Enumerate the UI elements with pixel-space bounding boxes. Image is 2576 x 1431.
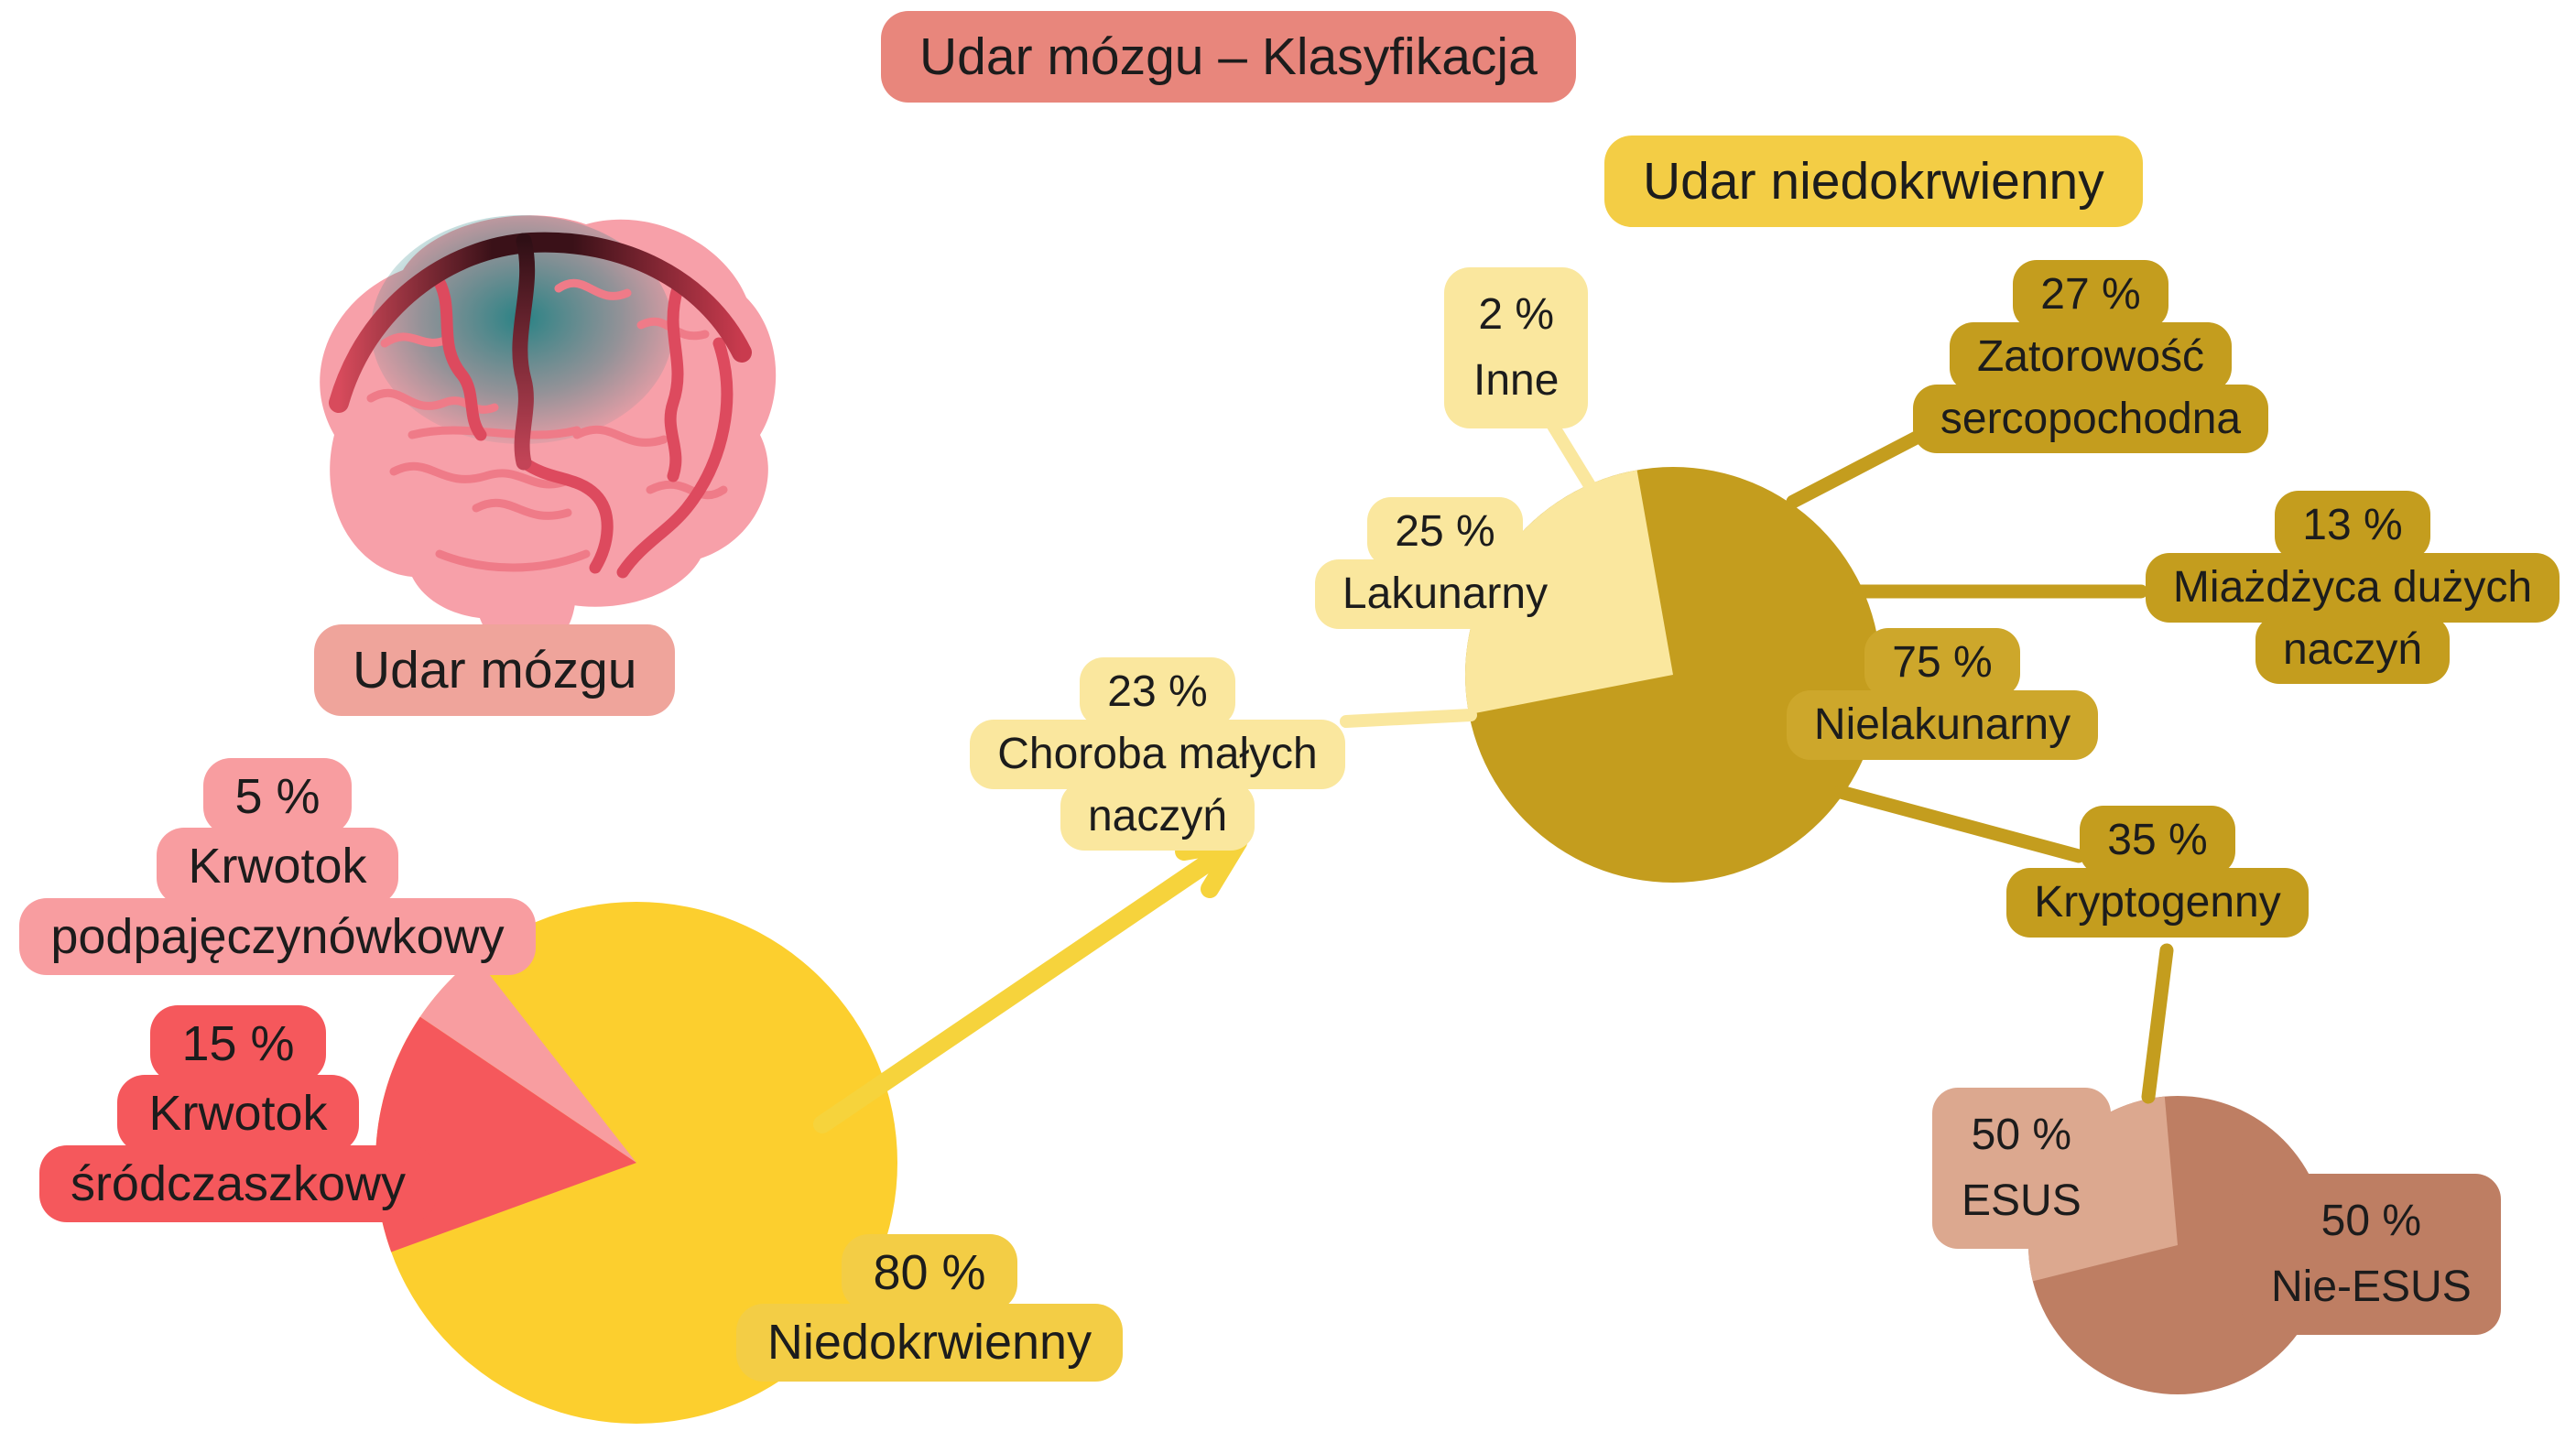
ischemia-highlight [371,215,673,444]
label-line: Krwotok [117,1075,359,1153]
label-line: Lakunarny [1314,558,1576,629]
label-esus: 50 % ESUS [1932,1088,2111,1249]
label-lakunarny: 25 % Lakunarny [1314,497,1576,629]
label-line: sercopochodna [1912,384,2269,454]
label-line: 2 % [1478,290,1555,339]
brain-illustration [320,215,777,636]
label-line: 27 % [2013,260,2168,330]
label-line: naczyń [2255,614,2451,685]
label-inne: 2 % Inne [1444,267,1589,428]
label-line: 23 % [1080,657,1235,727]
label-line: Miażdżyca dużych [2145,552,2560,623]
brain-caption-text: Udar mózgu [314,624,676,717]
brain-vessels-dark [429,268,734,579]
label-line: 5 % [203,758,352,836]
connector-choroba-malych [1340,709,1477,728]
label-line: Inne [1473,356,1560,405]
label-krwotok-podpajeczynowkowy: 5 % Krwotok podpajęczynówkowy [7,758,548,976]
brain-body [320,215,777,619]
label-line: Nie-ESUS [2271,1263,2472,1311]
label-line: Zatorowość [1949,321,2233,392]
label-line: 50 % [2321,1197,2422,1245]
connector-kryptogenny-esus [2141,943,2174,1104]
label-line: Nielakunarny [1786,689,2099,760]
label-kryptogenny: 35 % Kryptogenny [1996,806,2319,938]
brain-caption: Udar mózgu [314,624,676,717]
label-line: 50 % [1971,1111,2072,1159]
page-title: Udar mózgu – Klasyfikacja [881,11,1576,103]
label-nie-esus: 50 % Nie-ESUS [2242,1174,2501,1335]
label-zatorowosc-sercopochodna: 27 % Zatorowość sercopochodna [1907,260,2275,454]
brain-top-vessel [329,232,752,413]
label-line: śródczaszkowy [38,1144,438,1223]
label-line: 75 % [1864,628,2020,698]
label-line: 80 % [842,1234,1017,1312]
brain-stem [474,522,577,636]
label-line: Krwotok [157,828,398,905]
label-line: ESUS [1962,1176,2081,1225]
section-title-ischemic: Udar niedokrwienny [1604,136,2143,228]
label-line: 25 % [1367,497,1523,567]
label-nielakunarny: 75 % Nielakunarny [1786,628,2099,760]
brain-vessels-light [366,278,728,572]
label-choroba-malych-naczyn: 23 % Choroba małych naczyń [960,657,1355,851]
label-line: 15 % [150,1005,326,1083]
label-line: Choroba małych [970,719,1345,789]
page-title-text: Udar mózgu – Klasyfikacja [881,11,1576,103]
label-niedokrwienny: 80 % Niedokrwienny [723,1234,1136,1382]
label-line: podpajęczynówkowy [19,897,536,976]
label-miazdzyca-duzych-naczyn: 13 % Miażdżyca dużych naczyń [2132,491,2573,685]
flow-arrow [813,833,1247,1133]
label-line: naczyń [1060,781,1255,851]
section-title-ischemic-text: Udar niedokrwienny [1604,136,2143,228]
label-line: Kryptogenny [2006,867,2309,938]
label-line: 35 % [2080,806,2235,875]
label-line: 13 % [2275,491,2430,560]
label-krwotok-srodczaszkowy: 15 % Krwotok śródczaszkowy [27,1005,449,1223]
pie-overall-slice-podpajeczynowkowy [419,957,636,1163]
brain-main-vessel [512,233,536,471]
label-line: Niedokrwienny [735,1304,1124,1382]
